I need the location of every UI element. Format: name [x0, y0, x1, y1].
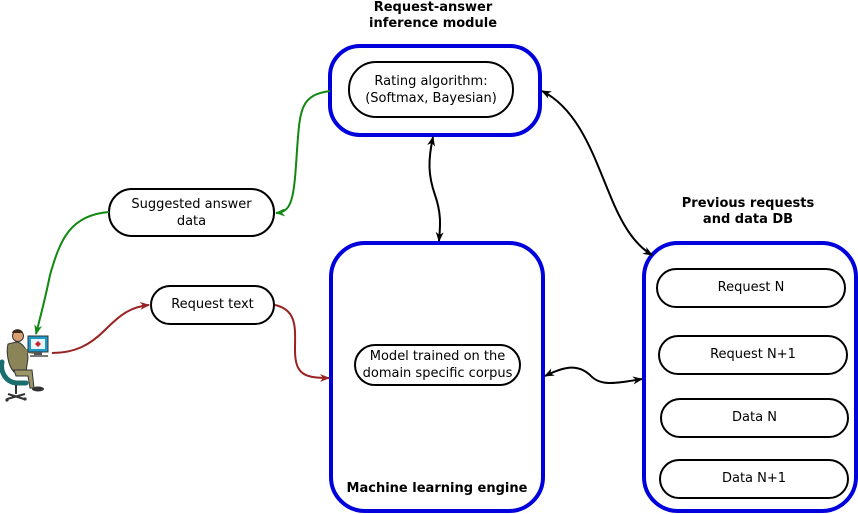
db-item-request-n: [656, 268, 846, 308]
ml-engine-heading: Machine learning engine: [346, 481, 528, 496]
db-heading-line2: and data DB: [702, 212, 794, 227]
model-label: Model trained on the domain specific cor…: [355, 348, 520, 382]
inference-heading-line2: inference module: [368, 16, 498, 31]
db-heading: Previous requests and data DB: [648, 196, 848, 228]
request-text-label: Request text: [171, 297, 254, 312]
rating-line1: Rating algorithm:: [374, 74, 488, 89]
model-line1: Model trained on the: [369, 349, 506, 364]
rating-line2: (Softmax, Bayesian): [365, 91, 497, 106]
request-text-box: [150, 285, 275, 325]
db-container: [642, 241, 858, 513]
db-item-data-n: [660, 398, 849, 438]
red-arrow-user-to-request: [51, 301, 150, 354]
rating-algorithm-box: [348, 61, 514, 118]
model-line2: domain specific corpus: [362, 366, 513, 381]
rating-algorithm-label: Rating algorithm: (Softmax, Bayesian): [349, 73, 513, 107]
db-item-data-n1-label: Data N+1: [721, 471, 787, 486]
suggested-line2: data: [176, 214, 207, 229]
black-arrow-inference-engine: [427, 136, 444, 242]
black-arrow-inference-db: [541, 90, 653, 256]
db-item-data-n-label: Data N: [732, 410, 777, 425]
inference-module-heading: Request-answer inference module: [333, 0, 533, 32]
model-box: [354, 344, 521, 386]
user-at-computer-icon: [0, 329, 49, 402]
inference-heading-line1: Request-answer: [373, 0, 493, 15]
db-item-request-n1-label: Request N+1: [710, 347, 796, 362]
green-arrow-suggested-to-user: [34, 211, 110, 335]
red-arrow-request-to-engine: [274, 304, 330, 382]
green-arrow-inference-to-suggested: [275, 90, 331, 217]
suggested-answer-label: Suggested answer data: [109, 196, 274, 230]
db-item-request-n-label: Request N: [717, 280, 785, 295]
db-heading-line1: Previous requests: [681, 196, 815, 211]
db-item-request-n1: [658, 335, 848, 375]
suggested-line1: Suggested answer: [131, 197, 252, 212]
black-arrow-engine-db: [544, 366, 643, 385]
db-item-data-n1: [659, 459, 849, 499]
